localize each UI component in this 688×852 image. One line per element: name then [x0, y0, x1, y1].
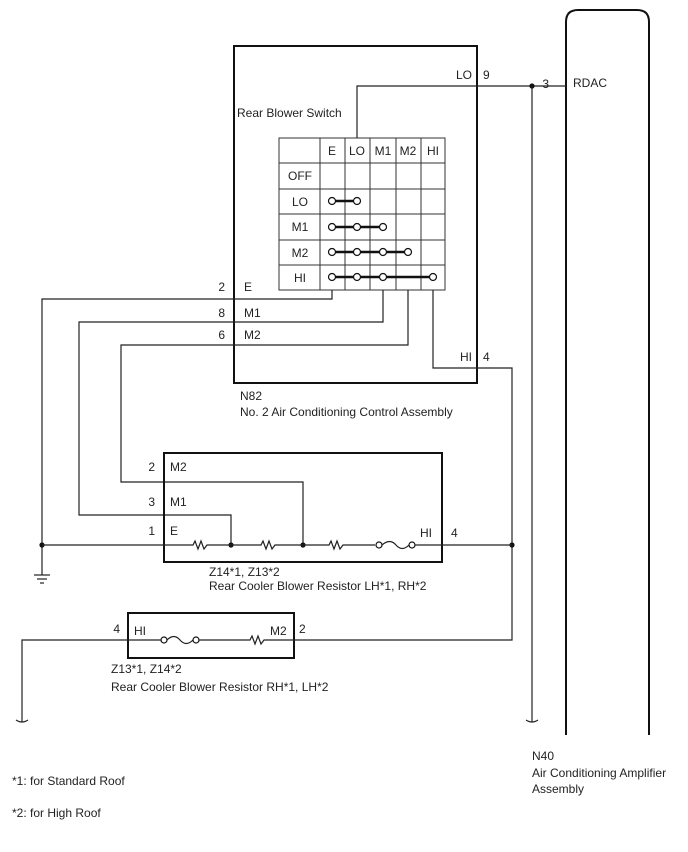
switch-contact [352, 247, 362, 257]
n82-hi-pin-name: HI [460, 350, 472, 364]
n82-lo-pin-name: LO [456, 68, 472, 82]
wire-resistor-lh-main [42, 539, 375, 551]
wire-break-mark [15, 719, 29, 723]
switch-contact [327, 196, 337, 206]
switch-contact [327, 222, 337, 232]
resistor-lh-hi-pin-number: 4 [451, 526, 458, 540]
footnote-standard-roof: *1: for Standard Roof [12, 774, 125, 788]
switch-col-header: M1 [375, 144, 392, 158]
switch-contact [327, 272, 337, 282]
footnote-high-roof: *2: for High Roof [12, 806, 101, 820]
resistor-rh-box [127, 612, 295, 659]
n40-pin-name: RDAC [573, 76, 607, 90]
rear-blower-switch-table: E LO M1 M2 HI OFF LO M1 M2 HI [278, 137, 446, 291]
n82-m2-pin-number: 6 [218, 328, 225, 342]
resistor-lh-m2-pin-name: M2 [170, 460, 187, 474]
switch-col-header: LO [349, 144, 365, 158]
resistor-lh-e-pin-name: E [170, 524, 178, 538]
resistor-lh-m1-pin-name: M1 [170, 495, 187, 509]
n40-pin-number: 3 [542, 77, 549, 91]
n40-name-line2: Assembly [532, 782, 584, 796]
n40-amplifier-box [565, 9, 650, 735]
switch-row-label: LO [292, 195, 308, 209]
resistor-lh-e-pin-number: 1 [148, 524, 155, 538]
wire-break-mark [525, 719, 539, 723]
switch-contact [378, 247, 388, 257]
n82-m1-pin-name: M1 [244, 306, 261, 320]
n40-code: N40 [532, 749, 554, 763]
switch-col-header: HI [427, 144, 439, 158]
n82-code: N82 [240, 389, 262, 403]
switch-contact [403, 247, 413, 257]
n82-lo-pin-number: 9 [483, 68, 490, 82]
wire-resistor-rh-left [21, 639, 161, 722]
wire-e-to-ground [41, 290, 333, 575]
switch-contact [327, 247, 337, 257]
switch-col-header: E [328, 144, 336, 158]
wire-m1 [78, 290, 384, 545]
n82-m2-pin-name: M2 [244, 328, 261, 342]
n82-control-assembly-box [233, 45, 478, 384]
resistor-rh-m2-pin-number: 2 [299, 622, 306, 636]
resistor-lh-hi-pin-name: HI [420, 526, 432, 540]
resistor-lh-name: Rear Cooler Blower Resistor LH*1, RH*2 [209, 579, 427, 593]
wire-resistor-rh-right [199, 634, 296, 646]
switch-row-label: HI [294, 271, 306, 285]
thermal-fuse-icon [160, 635, 200, 645]
switch-contact [352, 196, 362, 206]
ground-icon [34, 574, 50, 584]
wire-m2 [120, 290, 409, 545]
resistor-rh-hi-pin-name: HI [134, 624, 146, 638]
switch-row-label: OFF [288, 169, 312, 183]
thermal-fuse-icon [375, 540, 416, 550]
switch-contact [378, 222, 388, 232]
switch-col-header: M2 [400, 144, 417, 158]
wire-lo-to-rdac [356, 85, 566, 138]
resistor-rh-hi-pin-number: 4 [113, 622, 120, 636]
resistor-rh-m2-pin-name: M2 [270, 624, 287, 638]
resistor-lh-box [163, 452, 443, 563]
n82-m1-pin-number: 8 [218, 306, 225, 320]
n82-e-pin-name: E [244, 280, 252, 294]
resistor-lh-m1-pin-number: 3 [148, 495, 155, 509]
n82-name: No. 2 Air Conditioning Control Assembly [240, 405, 453, 419]
n82-e-pin-number: 2 [218, 280, 225, 294]
n82-hi-pin-number: 4 [483, 350, 490, 364]
resistor-rh-name: Rear Cooler Blower Resistor RH*1, LH*2 [111, 680, 329, 694]
n40-name-line1: Air Conditioning Amplifier [532, 766, 666, 780]
switch-contact [428, 272, 438, 282]
switch-contact [352, 272, 362, 282]
wire-hi [296, 290, 513, 641]
switch-contact [352, 222, 362, 232]
resistor-lh-m2-pin-number: 2 [148, 460, 155, 474]
switch-contact [378, 272, 388, 282]
resistor-rh-code: Z13*1, Z14*2 [111, 662, 182, 676]
rear-blower-switch-title: Rear Blower Switch [237, 106, 342, 120]
switch-row-label: M2 [292, 246, 309, 260]
switch-row-label: M1 [292, 220, 309, 234]
resistor-lh-code: Z14*1, Z13*2 [209, 565, 280, 579]
